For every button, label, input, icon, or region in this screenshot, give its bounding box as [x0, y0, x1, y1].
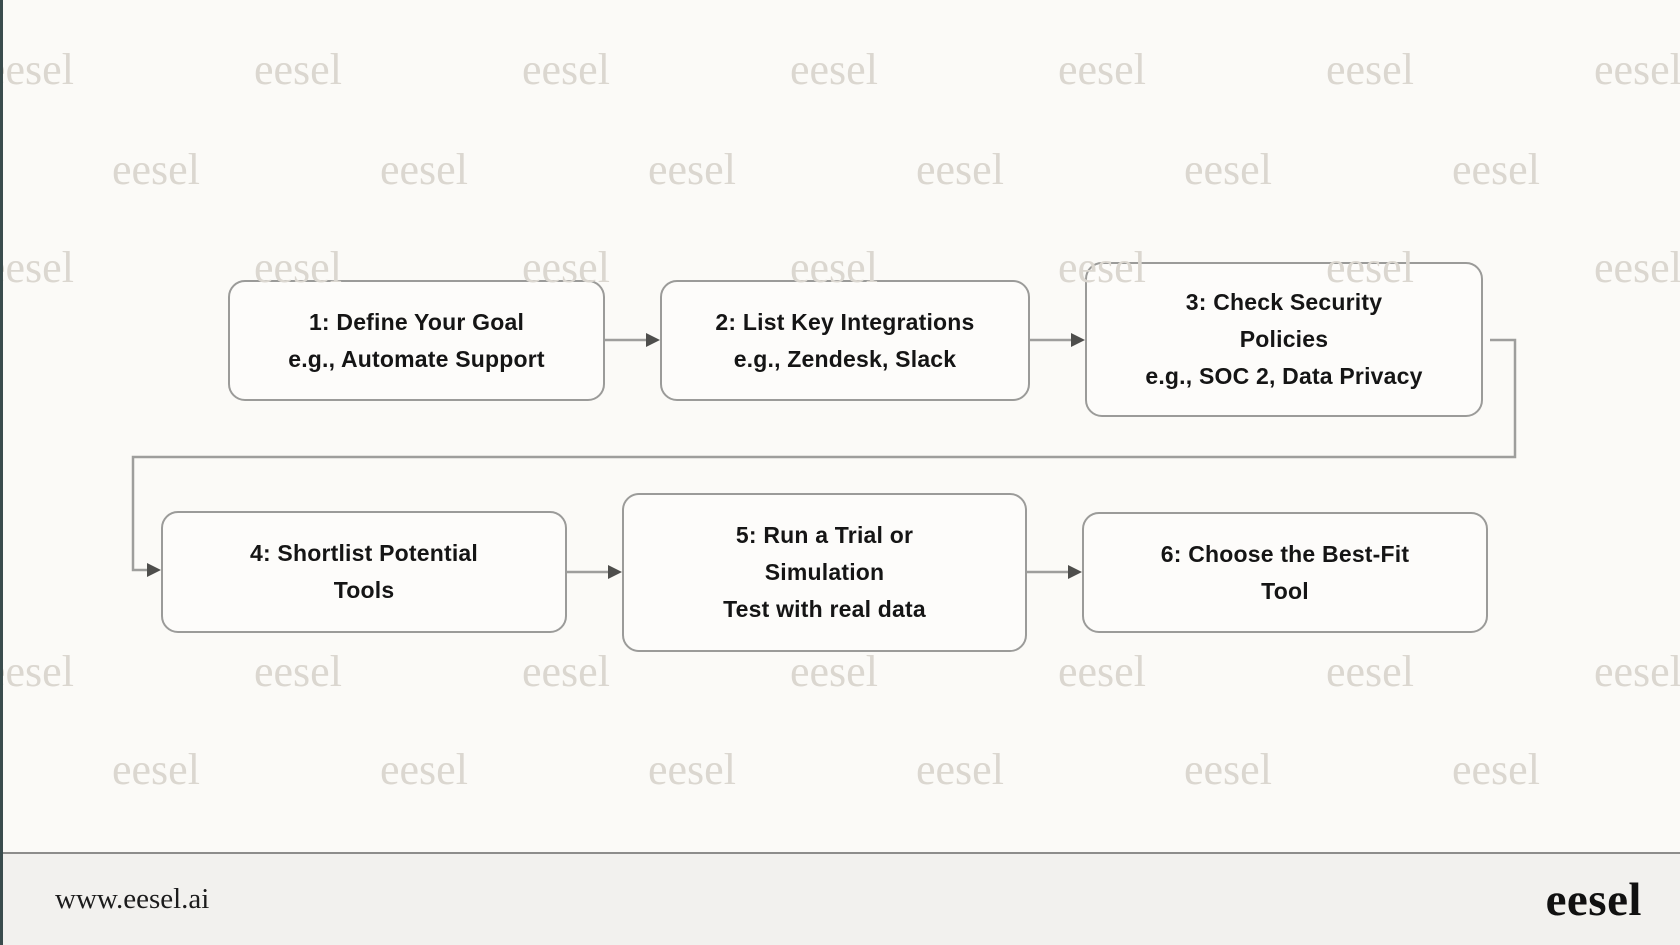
footer-url: www.eesel.ai — [55, 883, 210, 915]
flow-node-step-4: 4: Shortlist Potential Tools — [161, 511, 567, 633]
watermark-text: eesel — [1184, 745, 1272, 794]
watermark-text: eesel — [112, 145, 200, 194]
watermark-text: eesel — [522, 647, 610, 696]
node-line: e.g., Zendesk, Slack — [733, 345, 957, 372]
watermark-row: eesel eesel eesel eesel eesel eesel — [112, 148, 1680, 192]
watermark-row: eesel eesel eesel eesel eesel eesel eesel — [0, 650, 1680, 694]
watermark-text: eesel — [1184, 145, 1272, 194]
watermark-text: eesel — [1058, 647, 1146, 696]
node-line: Simulation — [764, 559, 885, 585]
watermark-text: eesel — [916, 745, 1004, 794]
left-edge-line — [0, 0, 3, 945]
flow-node-step-3: 3: Check Security Policies e.g., SOC 2, … — [1085, 262, 1483, 417]
node-line: Policies — [1239, 326, 1329, 352]
watermark-text: eesel — [522, 45, 610, 94]
watermark-text: eesel — [1326, 647, 1414, 696]
node-line: Tools — [333, 577, 395, 603]
watermark-text: eesel — [1594, 647, 1680, 696]
watermark-row: eesel eesel eesel eesel eesel eesel eesel — [0, 48, 1680, 92]
watermark-text: eesel — [648, 745, 736, 794]
node-line: 1: Define Your Goal — [308, 308, 525, 335]
watermark-text: eesel — [380, 145, 468, 194]
node-line: 5: Run a Trial or — [735, 522, 914, 548]
watermark-row: eesel eesel eesel eesel eesel eesel — [112, 748, 1680, 792]
footer: www.eesel.ai eesel — [0, 852, 1680, 945]
watermark-text: eesel — [1058, 45, 1146, 94]
watermark-text: eesel — [790, 647, 878, 696]
watermark-text: eesel — [254, 647, 342, 696]
node-line: 3: Check Security — [1185, 289, 1383, 315]
watermark-text: eesel — [1452, 145, 1540, 194]
flow-node-step-1: 1: Define Your Goal e.g., Automate Suppo… — [228, 280, 605, 401]
watermark-text: eesel — [1452, 745, 1540, 794]
eesel-logo: eesel — [1545, 873, 1642, 926]
watermark-text: eesel — [648, 145, 736, 194]
watermark-text: eesel — [254, 45, 342, 94]
watermark-text: eesel — [112, 745, 200, 794]
node-line: Test with real data — [723, 596, 926, 622]
node-line: e.g., SOC 2, Data Privacy — [1145, 363, 1423, 389]
watermark-text: eesel — [1326, 45, 1414, 94]
watermark-text: eesel — [0, 45, 74, 94]
watermark-text: eesel — [0, 647, 74, 696]
node-line: 2: List Key Integrations — [715, 308, 975, 335]
flow-node-step-5: 5: Run a Trial or Simulation Test with r… — [622, 493, 1027, 652]
watermark-text: eesel — [0, 243, 74, 292]
node-line: Tool — [1261, 577, 1309, 604]
node-line: e.g., Automate Support — [288, 345, 545, 372]
node-line: 4: Shortlist Potential — [249, 540, 479, 566]
watermark-text: eesel — [380, 745, 468, 794]
watermark-text: eesel — [1594, 45, 1680, 94]
watermark-text: eesel — [1594, 243, 1680, 292]
watermark-text: eesel — [790, 45, 878, 94]
node-line: 6: Choose the Best-Fit — [1160, 540, 1410, 567]
flow-node-step-6: 6: Choose the Best-Fit Tool — [1082, 512, 1488, 633]
watermark-text: eesel — [916, 145, 1004, 194]
flow-node-step-2: 2: List Key Integrations e.g., Zendesk, … — [660, 280, 1030, 401]
